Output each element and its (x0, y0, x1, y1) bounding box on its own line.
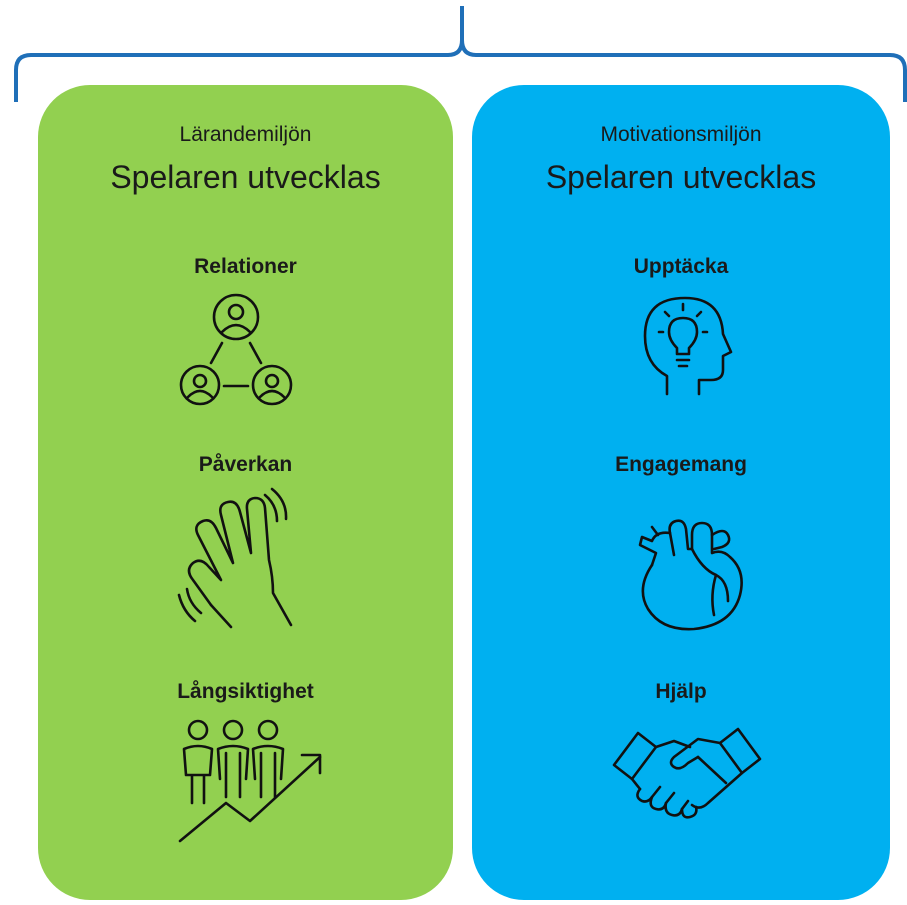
panel-title: Spelaren utvecklas (110, 159, 381, 195)
item-label-paverkan: Påverkan (198, 453, 293, 476)
learning-environment-panel: Lärandemiljön Spelaren utvecklas Relatio… (38, 85, 453, 900)
item-label-langsiktighet: Långsiktighet (177, 680, 314, 703)
item-label-upptacka: Upptäcka (633, 255, 729, 278)
item-label-hjalp: Hjälp (655, 680, 707, 703)
people-growth-icon (178, 717, 328, 847)
panel-subtitle: Lärandemiljön (179, 123, 312, 146)
waving-hand-icon (173, 485, 303, 635)
grouping-brace (14, 6, 907, 102)
handshake-icon (612, 725, 762, 825)
item-label-relationer: Relationer (194, 255, 297, 278)
motivation-environment-panel: Motivationsmiljön Spelaren utvecklas Upp… (472, 85, 890, 900)
panel-title: Spelaren utvecklas (545, 159, 817, 195)
heart-organ-icon (632, 505, 752, 635)
head-lightbulb-icon (637, 290, 737, 400)
item-label-engagemang: Engagemang (615, 453, 747, 476)
people-network-icon (178, 290, 298, 410)
panel-subtitle: Motivationsmiljön (600, 123, 762, 146)
